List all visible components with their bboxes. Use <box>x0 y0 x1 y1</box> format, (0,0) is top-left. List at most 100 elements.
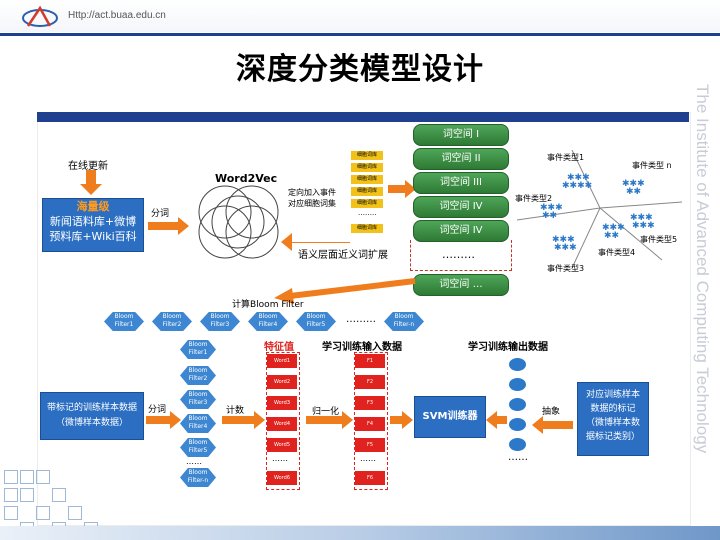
bottom-band <box>0 526 720 540</box>
event-type-3: 事件类型3 <box>547 264 585 273</box>
down-arrow-shaft <box>86 170 96 184</box>
label-target-box: 对应训练样本 数据的标记 （微博样本数 据标记类别） <box>577 382 649 456</box>
input-cell-3: F3 <box>355 396 385 410</box>
svg-text:✱✱✱: ✱✱✱ <box>630 213 653 223</box>
input-cell-6: F6 <box>355 471 385 485</box>
label-line3: （微博样本数 <box>585 418 640 428</box>
header-url[interactable]: Http://act.buaa.edu.cn <box>68 10 166 21</box>
svg-text:✱✱: ✱✱ <box>542 211 557 221</box>
label-line1: 对应训练样本 <box>585 390 640 400</box>
seg2-label: 分词 <box>148 405 167 415</box>
output-node-3 <box>509 398 526 411</box>
svg-text:✱✱✱: ✱✱✱ <box>602 223 625 233</box>
semantic-expand-label: 语义层面近义词扩展 <box>298 250 388 261</box>
word2vec-label: Word2Vec <box>215 172 278 185</box>
online-update-label: 在线更新 <box>68 161 108 172</box>
count-arrow-shaft <box>222 416 254 424</box>
svg-text:✱✱✱: ✱✱✱ <box>632 221 655 231</box>
cell-word-4: 细胞词库 <box>351 187 383 196</box>
feature-cell-5: Word5 <box>267 438 297 452</box>
train-input-label: 学习训练输入数据 <box>322 342 402 353</box>
directed-add-line1: 定向加入事件 <box>288 188 336 197</box>
cell-to-space-head <box>405 180 416 198</box>
side-watermark: The Institute of Advanced Computing Tech… <box>690 84 716 524</box>
feature-dots: …… <box>272 454 288 463</box>
bloom-top-dots: ……… <box>346 314 376 325</box>
cell-word-1: 细胞词库 <box>351 151 383 160</box>
bloom-top-4: Bloom Filter4 <box>248 312 288 331</box>
cell-word-2: 细胞词库 <box>351 163 383 172</box>
expand-line <box>290 242 350 243</box>
svm-in-head <box>402 411 413 429</box>
normalize-arrow-head <box>342 411 353 429</box>
abstract-label: 抽象 <box>542 407 561 417</box>
train-output-label: 学习训练输出数据 <box>468 342 548 353</box>
bloom-col-1: Bloom Filter1 <box>180 340 216 359</box>
svg-text:✱✱✱: ✱✱✱ <box>552 235 575 245</box>
svg-text:✱✱✱: ✱✱✱ <box>622 179 645 189</box>
labeled-line1: 带标记的训练样本数据 <box>46 403 137 413</box>
header-divider <box>0 33 720 36</box>
cell-words-dots: …….. <box>358 209 377 217</box>
segment-arrow-shaft <box>148 222 178 230</box>
event-type-2: 事件类型2 <box>515 194 553 203</box>
word-space-4: 词空间 IV <box>413 196 509 218</box>
input-column-box <box>354 352 388 490</box>
bloom-col-5: Bloom Filter5 <box>180 438 216 457</box>
abstract-arrow-head <box>532 416 543 434</box>
bloom-col-2: Bloom Filter2 <box>180 366 216 385</box>
page-title: 深度分类模型设计 <box>236 52 484 87</box>
bloom-top-5: Bloom Filter5 <box>296 312 336 331</box>
word-space-5: 词空间 IV <box>413 220 509 242</box>
word-space-dots: ……… <box>442 248 475 261</box>
input-cell-2: F2 <box>355 375 385 389</box>
word-space-3: 词空间 III <box>413 172 509 194</box>
svm-out-shaft <box>497 416 507 424</box>
svg-text:✱✱✱: ✱✱✱ <box>540 203 563 213</box>
event-type-5: 事件类型5 <box>640 235 678 244</box>
side-watermark-text: The Institute of Advanced Computing Tech… <box>693 84 712 454</box>
word-space-1: 词空间 I <box>413 124 509 146</box>
output-node-1 <box>509 358 526 371</box>
seg2-arrow-head <box>170 411 181 429</box>
event-type-4: 事件类型4 <box>598 248 636 257</box>
down-arrow-head <box>80 184 102 195</box>
feature-cell-6: Word6 <box>267 471 297 485</box>
label-line4: 据标记类别） <box>585 432 640 442</box>
svg-text:✱✱: ✱✱ <box>604 231 619 241</box>
output-node-5 <box>509 438 526 451</box>
output-dots: …… <box>508 452 528 463</box>
header-bar <box>0 0 720 32</box>
cell-word-6: 细胞词库 <box>351 224 383 233</box>
input-dots: …… <box>360 454 376 463</box>
word-space-dashed-box <box>410 240 512 271</box>
input-cell-4: F4 <box>355 417 385 431</box>
svg-text:✱✱✱✱: ✱✱✱✱ <box>562 181 592 191</box>
feature-cell-2: Word2 <box>267 375 297 389</box>
feature-cell-1: Word1 <box>267 354 297 368</box>
bloom-col-n: Bloom Filter-n <box>180 468 216 487</box>
feature-cell-3: Word3 <box>267 396 297 410</box>
diagram-top-strip <box>37 112 689 122</box>
bloom-top-2: Bloom Filter2 <box>152 312 192 331</box>
bloom-top-3: Bloom Filter3 <box>200 312 240 331</box>
word-space-last: 词空间 … <box>413 274 509 296</box>
logo-icon <box>20 4 60 30</box>
count-label: 计数 <box>226 406 245 416</box>
bloom-top-1: Bloom Filter1 <box>104 312 144 331</box>
svm-out-head <box>486 411 497 429</box>
word-space-2: 词空间 II <box>413 148 509 170</box>
cell-word-3: 细胞词库 <box>351 175 383 184</box>
bloom-calc-label: 计算Bloom Filter <box>232 300 304 310</box>
event-type-n: 事件类型 n <box>632 161 672 170</box>
svm-trainer-box: SVM训练器 <box>414 396 486 438</box>
svg-text:✱✱✱: ✱✱✱ <box>567 173 590 183</box>
corpus-line2: 新闻语料库+微博 <box>49 215 137 228</box>
segment-arrow-head <box>178 217 189 235</box>
output-node-2 <box>509 378 526 391</box>
segment-label: 分词 <box>151 209 170 219</box>
bloom-top-n: Bloom Filter-n <box>384 312 424 331</box>
cell-to-space-shaft <box>388 185 406 193</box>
feature-cell-4: Word4 <box>267 417 297 431</box>
output-node-4 <box>509 418 526 431</box>
